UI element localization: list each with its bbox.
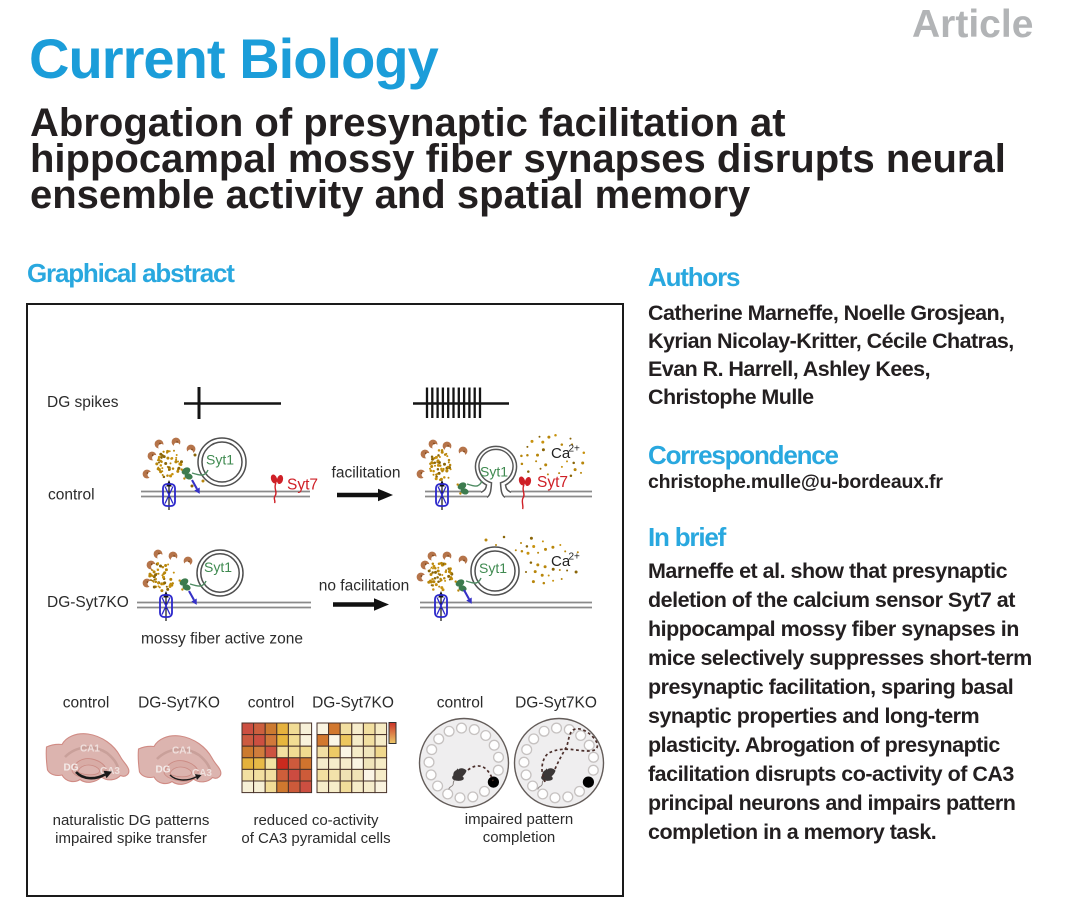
svg-text:Ca: Ca: [551, 445, 571, 462]
svg-text:facilitation: facilitation: [332, 465, 401, 482]
svg-text:DG: DG: [64, 763, 79, 774]
svg-text:naturalistic DG patterns: naturalistic DG patterns: [53, 812, 210, 829]
svg-text:Syt1: Syt1: [206, 452, 234, 468]
svg-text:2+: 2+: [569, 444, 581, 455]
svg-text:Syt7: Syt7: [287, 477, 318, 494]
svg-text:completion: completion: [483, 829, 556, 846]
svg-text:Ca: Ca: [551, 553, 571, 570]
svg-text:control: control: [63, 695, 110, 712]
svg-text:DG spikes: DG spikes: [47, 394, 119, 411]
svg-text:2+: 2+: [569, 552, 581, 563]
svg-text:of CA3 pyramidal cells: of CA3 pyramidal cells: [241, 830, 390, 847]
svg-text:mossy fiber active zone: mossy fiber active zone: [141, 631, 303, 648]
svg-text:DG-Syt7KO: DG-Syt7KO: [47, 594, 129, 611]
svg-text:CA1: CA1: [80, 744, 100, 755]
svg-text:Syt1: Syt1: [480, 464, 508, 480]
svg-text:impaired pattern: impaired pattern: [465, 811, 573, 828]
svg-text:Syt1: Syt1: [204, 559, 232, 575]
svg-text:control: control: [437, 695, 484, 712]
svg-text:DG-Syt7KO: DG-Syt7KO: [515, 695, 597, 712]
svg-text:DG-Syt7KO: DG-Syt7KO: [138, 695, 220, 712]
svg-text:DG: DG: [156, 765, 171, 776]
svg-text:DG-Syt7KO: DG-Syt7KO: [312, 695, 394, 712]
svg-text:reduced co-activity: reduced co-activity: [253, 812, 379, 829]
svg-text:Syt7: Syt7: [537, 474, 568, 491]
svg-text:Syt1: Syt1: [479, 560, 507, 576]
svg-text:control: control: [48, 487, 95, 504]
svg-text:CA1: CA1: [172, 746, 192, 757]
svg-text:no facilitation: no facilitation: [319, 578, 409, 595]
svg-text:control: control: [248, 695, 295, 712]
svg-text:impaired spike transfer: impaired spike transfer: [55, 830, 207, 847]
svg-text:CA3: CA3: [192, 768, 212, 779]
